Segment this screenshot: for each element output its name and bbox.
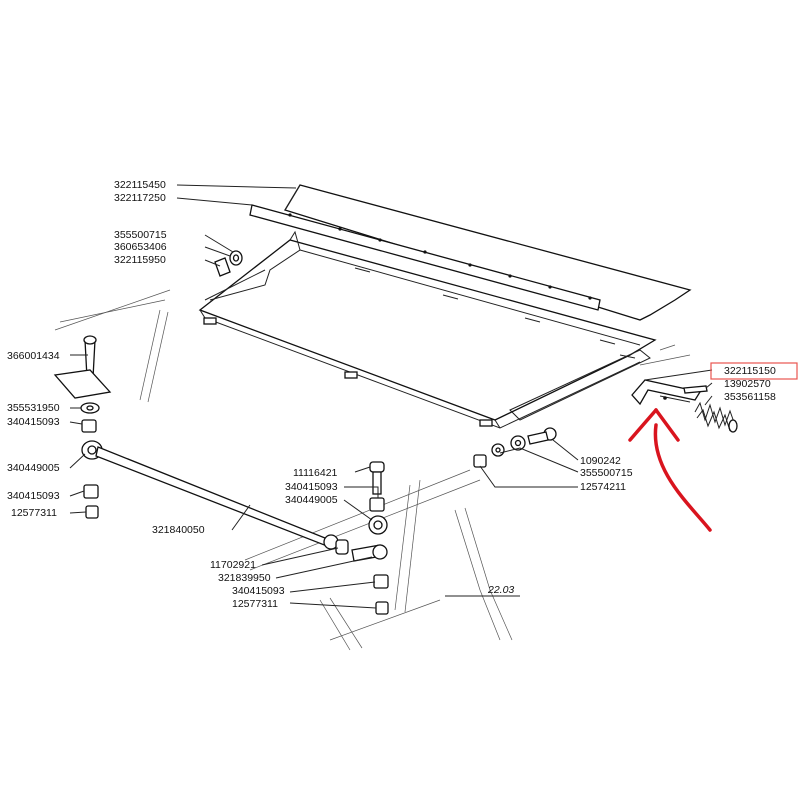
spacer-340415093-d <box>373 574 389 589</box>
screw-1090242 <box>527 427 557 445</box>
label-355500715-a: 355500715 <box>114 229 167 241</box>
red-arrow-indicator <box>628 408 712 532</box>
spacer-340415093-c <box>369 497 385 512</box>
label-340449005-b: 340449005 <box>285 494 338 506</box>
label-321839950: 321839950 <box>218 572 271 584</box>
label-366001434: 366001434 <box>7 350 60 362</box>
page-reference: 22.03 <box>487 584 514 596</box>
label-12577311-a: 12577311 <box>11 507 57 519</box>
bushing-lid-top <box>214 250 243 277</box>
label-322115950: 322115950 <box>114 254 166 266</box>
label-340415093-a: 340415093 <box>7 416 60 428</box>
seal-strip-322117250 <box>249 204 601 311</box>
label-340415093-c: 340415093 <box>285 481 338 493</box>
highlight-box <box>710 362 798 380</box>
label-353561158: 353561158 <box>724 391 776 403</box>
front-panel-322115450 <box>284 184 692 321</box>
hinge-bracket-366001434 <box>53 335 112 399</box>
support-rod-321840050 <box>95 446 339 550</box>
label-12577311-b: 12577311 <box>232 598 278 610</box>
spacer-340415093-a <box>81 419 97 433</box>
label-12574211: 12574211 <box>580 481 626 493</box>
label-355500715-b: 355500715 <box>580 467 633 479</box>
label-360653406: 360653406 <box>114 241 167 253</box>
part-labels: 322115450 322117250 355500715 360653406 … <box>7 179 776 610</box>
label-11116421: 11116421 <box>293 467 338 479</box>
nut-12577311-b <box>375 601 389 615</box>
label-13902570: 13902570 <box>724 378 771 390</box>
spacer-340415093-b <box>83 484 99 499</box>
bolt-11116421 <box>369 461 385 495</box>
label-321840050: 321840050 <box>152 524 205 536</box>
label-340449005-a: 340449005 <box>7 462 60 474</box>
label-322115150: 322115150 <box>724 365 776 377</box>
leader-lines <box>69 184 713 609</box>
label-322117250: 322117250 <box>114 192 166 204</box>
rod-end-340449005-b <box>368 515 388 535</box>
bushing-11702921 <box>335 539 349 555</box>
bushing-355531950 <box>80 402 100 414</box>
label-1090242: 1090242 <box>580 455 621 467</box>
rod-321839950 <box>351 544 388 562</box>
car-body-outline <box>54 289 691 651</box>
label-355531950: 355531950 <box>7 402 60 414</box>
nut-12574211 <box>473 454 487 468</box>
pin-13902570 <box>683 385 708 394</box>
washer-355500715 <box>491 435 526 457</box>
label-340415093-d: 340415093 <box>232 585 285 597</box>
label-322115450: 322115450 <box>114 179 166 191</box>
label-340415093-b: 340415093 <box>7 490 60 502</box>
label-11702921: 11702921 <box>210 559 256 571</box>
spring-353561158 <box>694 401 738 433</box>
nut-12577311-a <box>85 505 99 519</box>
lid-tray <box>198 230 657 429</box>
